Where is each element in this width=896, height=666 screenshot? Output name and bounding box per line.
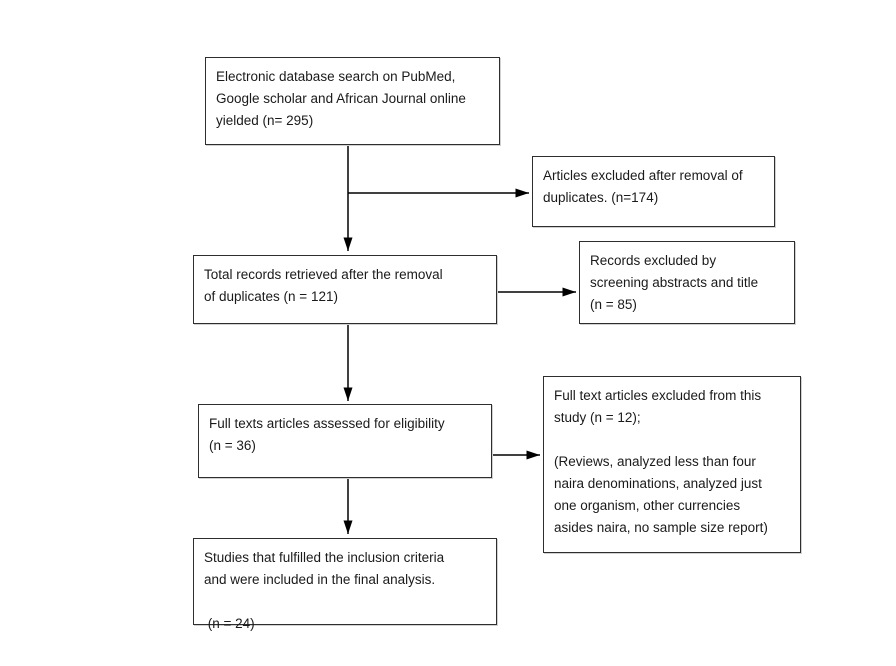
box-fulltext-excluded: Full text articles excluded from this st… <box>543 376 801 553</box>
box-fulltext-assessed-text: Full texts articles assessed for eligibi… <box>209 416 445 453</box>
box-database-search-text: Electronic database search on PubMed, Go… <box>216 69 466 128</box>
box-database-search: Electronic database search on PubMed, Go… <box>205 57 500 145</box>
box-duplicates-excluded-text: Articles excluded after removal of dupli… <box>543 168 743 205</box>
box-included-studies: Studies that fulfilled the inclusion cri… <box>193 538 497 631</box>
box-fulltext-excluded-text: Full text articles excluded from this st… <box>554 388 768 535</box>
box-duplicates-excluded: Articles excluded after removal of dupli… <box>532 156 775 227</box>
box-screening-excluded: Records excluded by screening abstracts … <box>579 241 795 324</box>
box-records-after-duplicates-text: Total records retrieved after the remova… <box>204 267 443 304</box>
box-fulltext-assessed: Full texts articles assessed for eligibi… <box>198 404 492 478</box>
box-records-after-duplicates: Total records retrieved after the remova… <box>193 255 497 324</box>
box-included-studies-text: Studies that fulfilled the inclusion cri… <box>204 550 445 631</box>
box-screening-excluded-text: Records excluded by screening abstracts … <box>590 253 759 312</box>
